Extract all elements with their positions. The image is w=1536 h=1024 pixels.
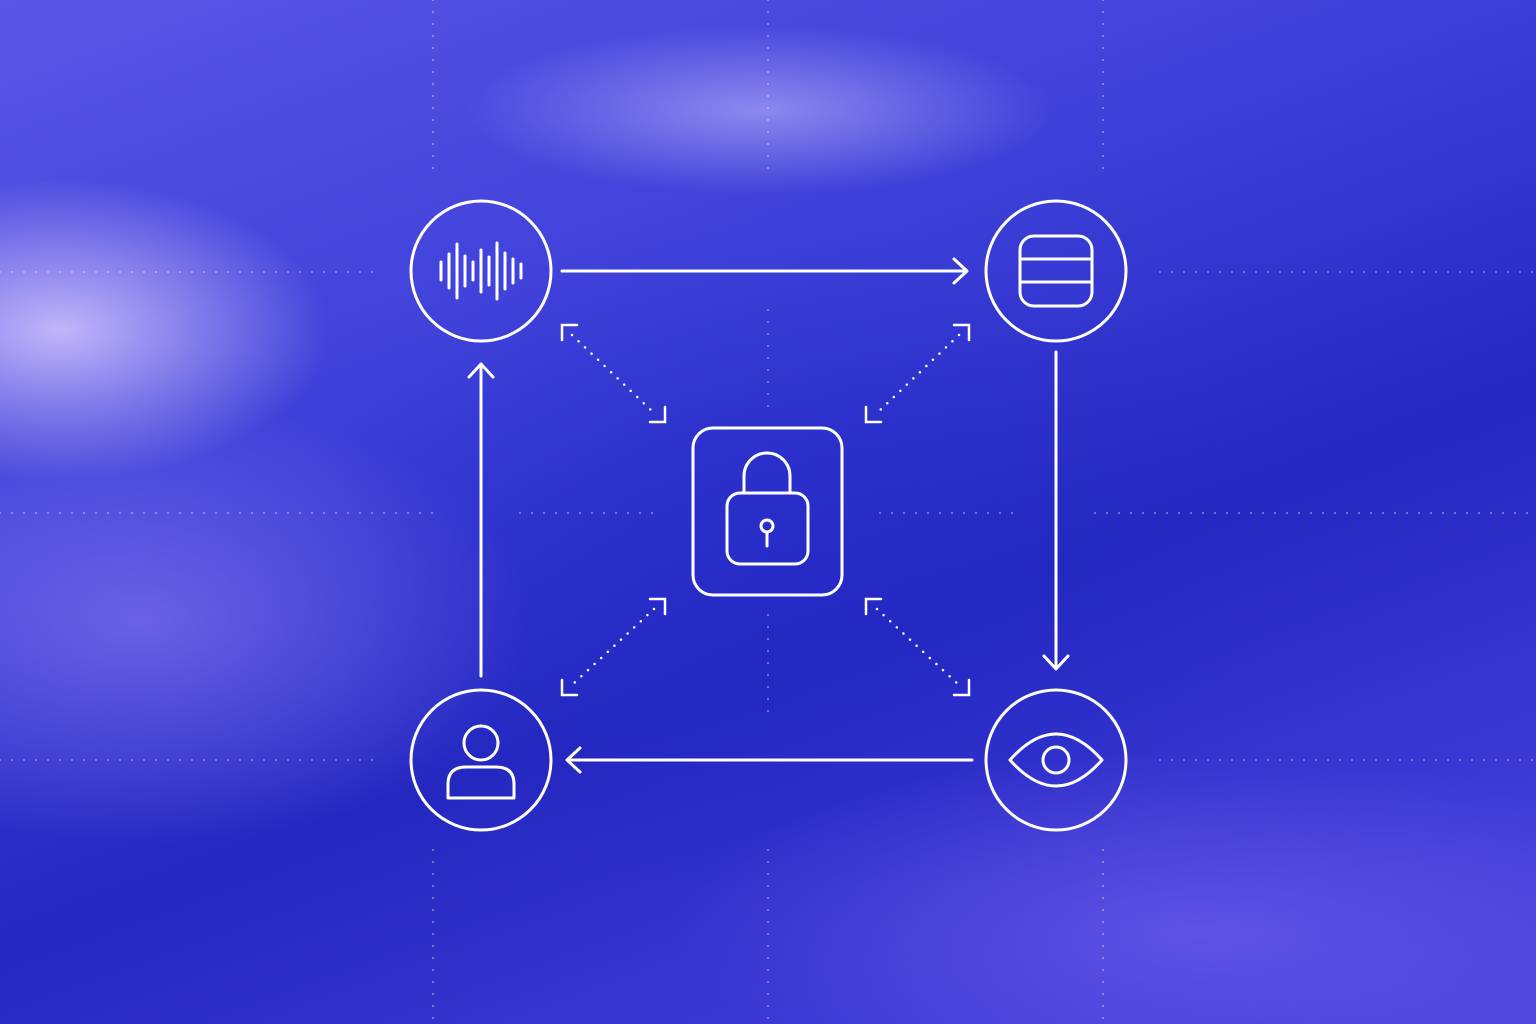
arrow-eye-to-user <box>565 746 974 774</box>
dotted-connector-bottom-right <box>864 597 971 697</box>
dotted-connector-bottom-left <box>560 597 667 697</box>
padlock-icon <box>725 451 810 566</box>
eye-icon <box>1008 732 1104 788</box>
user-icon <box>446 724 516 800</box>
audio-waveform-icon <box>439 241 523 301</box>
node-database <box>984 199 1128 343</box>
database-icon <box>1018 234 1094 308</box>
node-user <box>409 688 553 832</box>
dotted-connector-top-left <box>560 323 667 424</box>
arrow-database-to-eye <box>1042 350 1070 671</box>
node-audio <box>409 199 553 343</box>
node-eye <box>984 688 1128 832</box>
dotted-connector-top-right <box>864 323 971 424</box>
arrow-audio-to-database <box>560 257 969 285</box>
center-lock-tile <box>691 426 844 597</box>
arrow-user-to-audio <box>467 362 495 678</box>
